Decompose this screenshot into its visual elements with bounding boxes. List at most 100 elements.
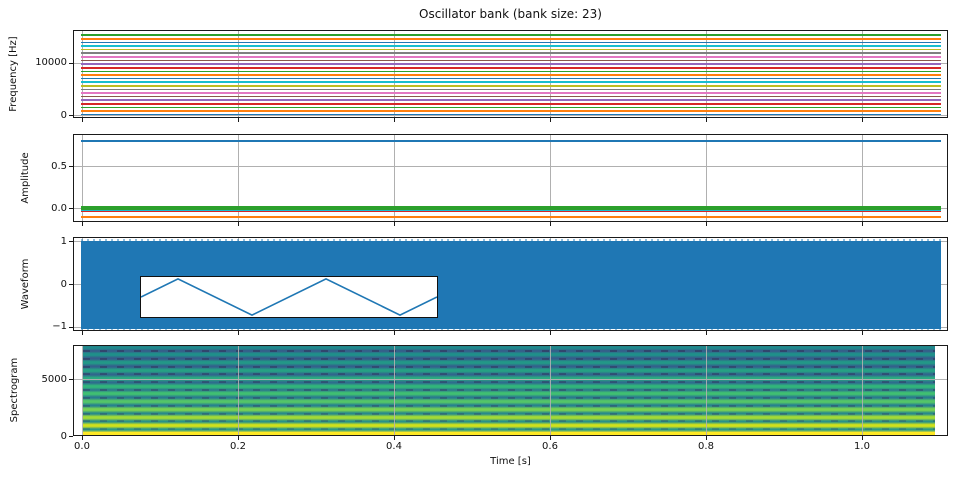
x-tick-mark <box>550 436 551 440</box>
grid-line-vertical <box>82 346 83 435</box>
spectrogram-harmonic-band <box>83 421 935 429</box>
spectrogram-notch-dashes <box>83 404 935 407</box>
y-tick-label: 0.5 <box>51 160 67 172</box>
spectrogram-harmonic-band <box>83 366 935 374</box>
spectrogram-notch-dashes <box>83 365 935 368</box>
grid-line-vertical <box>394 31 395 117</box>
spectrogram-axes <box>73 345 948 436</box>
grid-line-vertical <box>550 346 551 435</box>
oscillator-frequency-line <box>81 81 941 83</box>
spectrogram-harmonic-band <box>83 346 935 351</box>
oscillator-frequency-line <box>81 45 941 47</box>
oscillator-frequency-line <box>81 48 941 51</box>
y-tick-mark <box>69 284 73 285</box>
grid-line-vertical <box>862 346 863 435</box>
y-tick-label: 1 <box>60 235 67 247</box>
waveform-axes <box>73 237 948 331</box>
y-tick-label: 0 <box>60 430 67 442</box>
x-tick-label: 1.0 <box>854 441 870 452</box>
x-tick-mark <box>706 331 707 335</box>
triangle-wave-line <box>140 278 438 316</box>
x-tick-mark <box>862 118 863 122</box>
spectrogram-notch-dashes <box>83 381 935 384</box>
x-tick-mark <box>706 436 707 440</box>
y-tick-mark <box>69 166 73 168</box>
y-tick-label: 0 <box>60 109 67 121</box>
x-tick-label: 0.4 <box>386 441 402 452</box>
grid-line-horizontal <box>74 379 947 381</box>
y-tick-mark <box>69 379 73 381</box>
grid-line-vertical <box>706 135 707 221</box>
oscillator-frequency-line <box>81 106 941 109</box>
oscillator-frequency-line <box>81 56 941 58</box>
grid-line-vertical <box>862 135 863 221</box>
y-tick-mark <box>69 241 73 243</box>
grid-line-vertical <box>706 346 707 435</box>
oscillator-frequency-line <box>81 92 941 94</box>
x-tick-mark <box>238 118 239 122</box>
y-tick-mark <box>69 436 73 437</box>
x-tick-mark <box>394 436 395 440</box>
y-tick-mark <box>69 208 73 210</box>
amplitude-line <box>81 139 941 142</box>
x-tick-mark <box>394 331 395 335</box>
y-tick-label: 10000 <box>35 57 67 69</box>
oscillator-frequency-line <box>81 77 941 80</box>
x-tick-mark <box>238 222 239 226</box>
spectrogram-harmonic-band <box>83 390 935 398</box>
x-tick-mark <box>550 222 551 226</box>
x-tick-mark <box>550 118 551 122</box>
grid-line-vertical <box>238 31 239 117</box>
oscillator-frequency-line <box>81 38 941 40</box>
spectrogram-harmonic-band <box>83 413 935 421</box>
x-tick-label: 0.6 <box>542 441 558 452</box>
x-tick-label: 0.0 <box>74 441 90 452</box>
grid-line-vertical <box>238 135 239 221</box>
y-tick-label: 0.0 <box>51 202 67 214</box>
spectrogram-image <box>83 346 935 435</box>
spectrogram-notch-dashes <box>83 357 935 360</box>
spectrogram-harmonic-band <box>83 406 935 414</box>
amplitude-axes <box>73 134 948 222</box>
x-axis-label: Time [s] <box>490 456 531 467</box>
y-tick-label: −1 <box>52 321 67 333</box>
x-tick-mark <box>82 436 83 440</box>
spectrogram-harmonic-band <box>83 351 935 359</box>
oscillator-frequency-line <box>81 66 941 69</box>
grid-line-horizontal <box>74 115 947 117</box>
x-tick-label: 0.2 <box>230 441 246 452</box>
oscillator-frequency-line <box>81 52 941 55</box>
x-tick-mark <box>238 436 239 440</box>
waveform-peak-texture <box>81 239 941 241</box>
x-tick-mark <box>394 222 395 226</box>
oscillator-frequency-line <box>81 59 941 62</box>
oscillator-frequency-line <box>81 95 941 98</box>
y-tick-mark <box>69 326 73 328</box>
spectrogram-harmonic-band <box>83 382 935 390</box>
spectrogram-notch-dashes <box>83 389 935 392</box>
grid-line-horizontal <box>74 166 947 168</box>
spectrogram-fundamental-glow <box>83 432 935 435</box>
oscillator-frequency-line <box>81 70 941 73</box>
x-tick-label: 0.8 <box>698 441 714 452</box>
spectrogram-notch-dashes <box>83 373 935 376</box>
y-tick-mark <box>69 115 73 117</box>
waveform-trough-texture <box>81 329 941 330</box>
oscillator-frequency-line <box>81 41 941 44</box>
amplitude-line <box>81 216 941 219</box>
x-tick-mark <box>82 222 83 226</box>
x-tick-mark <box>394 118 395 122</box>
oscillator-frequency-line <box>81 74 941 76</box>
spectrogram-notch-dashes <box>83 412 935 415</box>
grid-line-vertical <box>394 346 395 435</box>
spectrogram-notch-dashes <box>83 428 935 431</box>
x-tick-mark <box>862 331 863 335</box>
grid-line-vertical <box>394 135 395 221</box>
y-tick-label: 0 <box>60 278 67 290</box>
x-tick-mark <box>706 222 707 226</box>
oscillator-frequency-line <box>81 99 941 102</box>
amplitude-line <box>81 208 941 211</box>
x-tick-mark <box>238 331 239 335</box>
x-tick-mark <box>82 118 83 122</box>
